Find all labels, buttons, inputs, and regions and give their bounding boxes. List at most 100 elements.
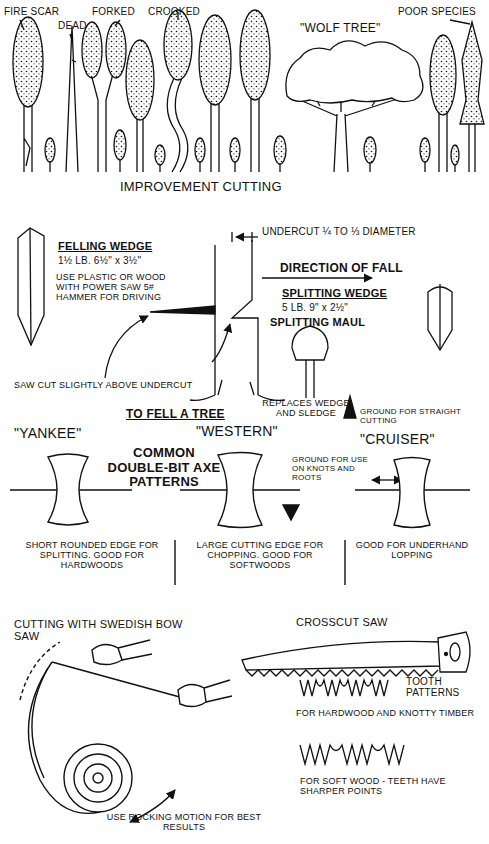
forest-trees-part xyxy=(469,122,475,172)
forest-trees-part xyxy=(155,145,165,165)
forest-trees-part xyxy=(50,158,455,172)
forest-trees-part xyxy=(24,105,32,172)
forest-trees-part xyxy=(167,78,188,172)
splitting-wedge-part xyxy=(439,284,440,350)
label-text: COMMON DOUBLE-BIT AXE PATTERNS xyxy=(104,446,224,490)
felling-cut-part xyxy=(236,236,258,237)
bow-saw-part xyxy=(64,744,132,812)
forest-trees-part xyxy=(126,40,154,120)
crosscut-saw-part xyxy=(438,632,470,672)
forest-trees-part xyxy=(114,130,126,160)
double-bit-axes-part xyxy=(175,540,345,585)
forest-trees-part xyxy=(66,26,78,172)
felling-cut-part xyxy=(232,240,258,395)
forest-trees-part xyxy=(460,22,484,124)
double-bit-axes-part xyxy=(48,454,88,525)
bow-saw-part xyxy=(74,754,122,802)
felling-cut-part xyxy=(150,306,215,314)
label-text: SHORT ROUNDED EDGE FOR SPLITTING. GOOD F… xyxy=(14,540,170,570)
forest-trees-part xyxy=(199,15,231,105)
forest-trees-part xyxy=(106,22,126,78)
bow-saw xyxy=(20,640,232,822)
forest-trees-part xyxy=(439,112,447,172)
label-text: IMPROVEMENT CUTTING xyxy=(120,180,320,195)
forest-trees-part xyxy=(364,137,376,163)
bow-saw-part xyxy=(52,662,198,702)
forest-trees-part xyxy=(13,17,43,107)
felling-wedge-part xyxy=(18,228,44,345)
splitting-wedge xyxy=(428,284,452,350)
crosscut-saw xyxy=(242,632,470,676)
forest-trees-part xyxy=(300,90,400,172)
felling-cut-part xyxy=(105,316,148,378)
felling-wedge-part xyxy=(30,228,31,345)
label-text: USE PLASTIC OR WOOD WITH POWER SAW 5# HA… xyxy=(56,272,174,302)
pointer-arrows-part xyxy=(372,479,402,480)
bow-saw-part xyxy=(92,644,122,664)
label-text: TO FELL A TREE xyxy=(126,408,266,421)
forest-trees xyxy=(13,10,484,172)
label-text: TOOTH PATTERNS xyxy=(406,676,476,698)
tooth-patterns-part xyxy=(300,745,404,764)
label-text: LARGE CUTTING EDGE FOR CHOPPING. GOOD FO… xyxy=(180,540,340,570)
bow-saw-part xyxy=(32,668,48,778)
splitting-maul xyxy=(292,326,328,398)
label-text: FORKED xyxy=(92,6,152,17)
label-text: "WOLF TREE" xyxy=(300,22,400,35)
felling-cut-part xyxy=(214,245,215,395)
label-text: SPLITTING WEDGE xyxy=(282,287,422,299)
felling-cut-part xyxy=(212,324,230,362)
forest-trees-part xyxy=(274,136,286,164)
label-text: REPLACES WEDGE AND SLEDGE xyxy=(256,398,356,418)
forest-trees-part xyxy=(90,70,114,172)
crosscut-saw-part xyxy=(445,653,448,656)
label-text: GROUND FOR STRAIGHT CUTTING xyxy=(360,408,470,426)
felling-cut-part xyxy=(190,380,285,400)
forest-trees-part xyxy=(137,118,143,172)
label-text: DEAD xyxy=(58,20,98,31)
label-text: USE ROCKING MOTION FOR BEST RESULTS xyxy=(104,812,264,832)
label-text: CUTTING WITH SWEDISH BOW SAW xyxy=(14,618,204,643)
forest-trees-part xyxy=(240,10,270,100)
double-bit-axes xyxy=(10,453,470,586)
forest-trees-part xyxy=(45,138,55,162)
felling-cut-part xyxy=(262,277,372,278)
forest-trees-part xyxy=(430,35,456,115)
label-text: "YANKEE" xyxy=(14,426,114,442)
label-text: GROUND FOR USE ON KNOTS AND ROOTS xyxy=(292,456,382,483)
crosscut-saw-part xyxy=(450,643,460,661)
pointer-arrows-part xyxy=(283,505,299,520)
forest-trees-part xyxy=(195,138,205,162)
forest-trees-part xyxy=(451,145,459,165)
tooth-patterns xyxy=(300,680,404,764)
label-text: 1½ LB. 6½" x 3½" xyxy=(58,255,178,266)
forest-trees-part xyxy=(164,10,192,80)
label-text: FELLING WEDGE xyxy=(58,240,178,252)
label-text: 5 LB. 9" x 2½" xyxy=(282,302,422,313)
bow-saw-part xyxy=(93,773,103,783)
splitting-maul-part xyxy=(292,326,328,360)
bow-saw-part xyxy=(84,764,112,792)
label-text: FOR SOFT WOOD - TEETH HAVE SHARPER POINT… xyxy=(300,776,480,796)
double-bit-axes-part xyxy=(394,458,430,528)
tooth-patterns-part xyxy=(300,680,388,696)
forest-trees-part xyxy=(230,138,240,162)
label-text: GOOD FOR UNDERHAND LOPPING xyxy=(352,540,472,560)
label-text: SPLITTING MAUL xyxy=(270,316,420,328)
double-bit-axes-part xyxy=(218,453,262,528)
label-text: UNDERCUT ¼ TO ⅓ DIAMETER xyxy=(262,226,462,237)
bow-saw-part xyxy=(178,684,206,706)
label-text: "WESTERN" xyxy=(196,424,306,440)
bow-saw-part xyxy=(204,680,232,702)
crosscut-saw-part xyxy=(242,641,442,670)
label-text: CROSSCUT SAW xyxy=(296,616,416,628)
felling-wedge xyxy=(18,228,44,345)
label-text: CROOKED xyxy=(148,6,218,17)
forest-trees-part xyxy=(420,138,430,162)
label-text: FIRE SCAR xyxy=(4,6,74,17)
crosscut-saw-part xyxy=(246,670,438,676)
forest-trees-part xyxy=(251,98,259,172)
label-text: DIRECTION OF FALL xyxy=(280,262,430,275)
label-text: "CRUISER" xyxy=(360,432,470,448)
